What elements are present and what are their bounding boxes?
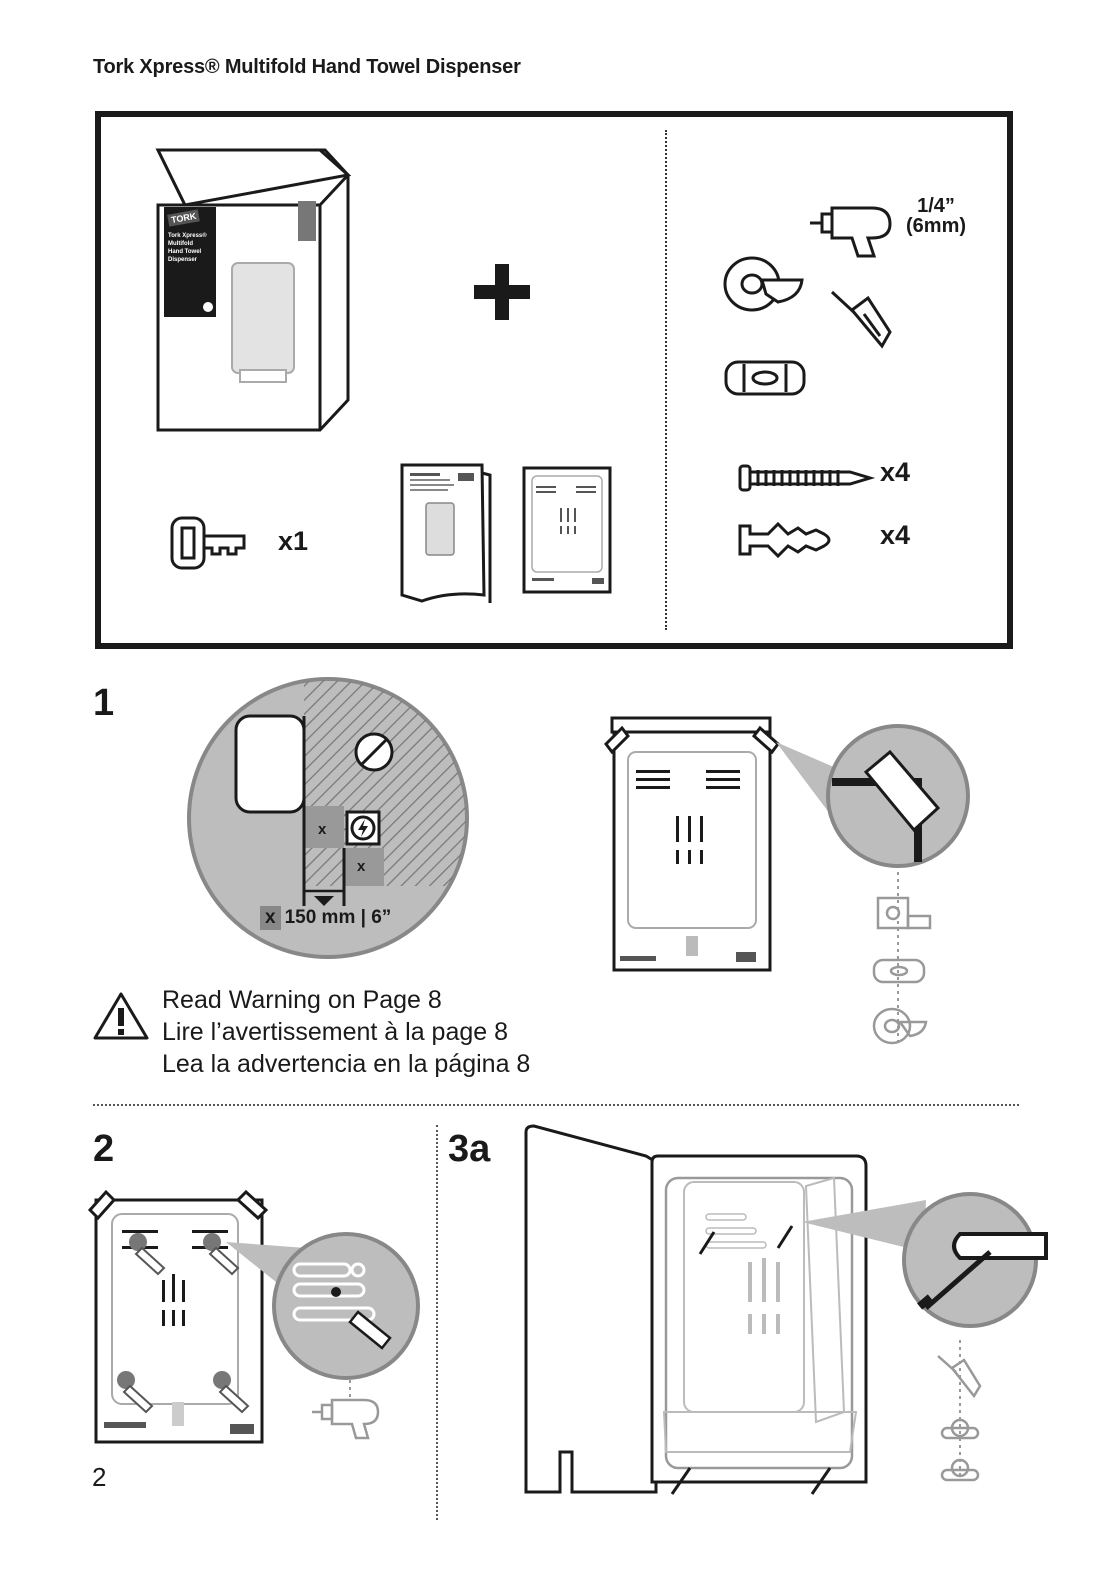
drill-icon: [312, 1380, 384, 1440]
no-install-zone-mark: x: [318, 821, 326, 838]
warning-text: Read Warning on Page 8 Lire l’avertissem…: [162, 984, 530, 1080]
step-1-number: 1: [93, 682, 114, 725]
contents-divider: [665, 130, 667, 630]
screw-quantity: x4: [880, 457, 910, 488]
step-2-number: 2: [93, 1128, 114, 1171]
warning-text-en: Read Warning on Page 8: [162, 984, 530, 1016]
template-sheet-icon: [522, 466, 612, 594]
drill-icon: [810, 198, 895, 260]
tape-icon: [722, 254, 807, 314]
section-divider-vertical: [436, 1125, 438, 1520]
electric-hazard-icon: [345, 810, 381, 846]
box-product-label: Tork Xpress® Multifold Hand Towel Dispen…: [168, 232, 207, 264]
anchor-quantity: x4: [880, 520, 910, 551]
manual-booklet-icon: [400, 463, 492, 605]
warning-triangle-icon: [92, 990, 150, 1042]
key-icon: [170, 516, 250, 572]
screw-icon: [738, 462, 874, 494]
level-icon: [724, 358, 808, 398]
drill-bit-size: 1/4” (6mm): [906, 196, 966, 236]
key-quantity: x1: [278, 526, 308, 557]
tork-dispenser-box-icon: [150, 145, 360, 440]
screwdriver-icon: [828, 288, 894, 350]
step-3a-number: 3a: [448, 1128, 490, 1171]
warning-text-es: Lea la advertencia en la página 8: [162, 1048, 530, 1080]
step-3a-tools-column: [932, 1340, 992, 1490]
no-install-zone-mark: x: [357, 858, 365, 875]
page-number: 2: [92, 1462, 106, 1493]
warning-text-fr: Lire l’avertissement à la page 8: [162, 1016, 530, 1048]
document-title: Tork Xpress® Multifold Hand Towel Dispen…: [93, 56, 521, 79]
section-divider-horizontal: [93, 1104, 1019, 1106]
plus-icon: [474, 264, 530, 320]
wall-anchor-icon: [738, 520, 838, 560]
step-1-tools-column: [872, 872, 936, 1052]
